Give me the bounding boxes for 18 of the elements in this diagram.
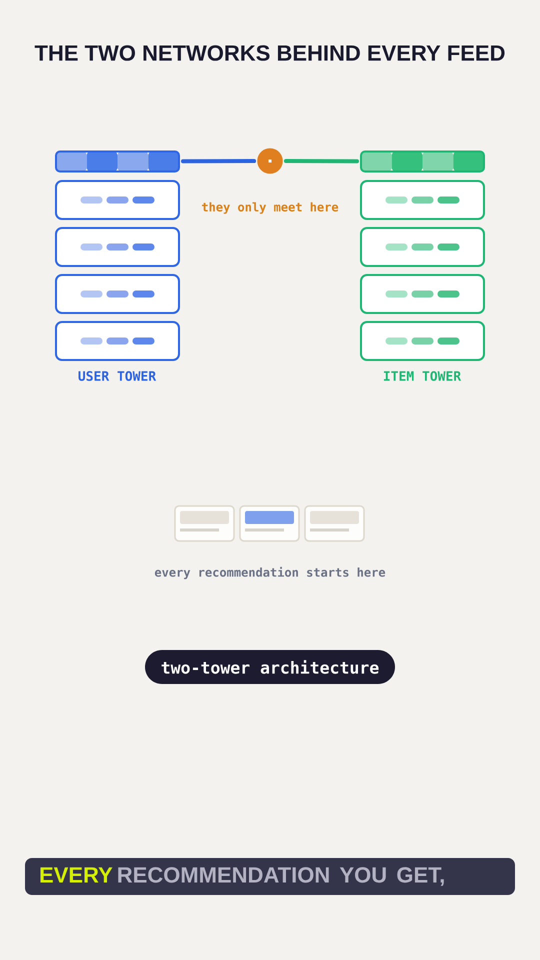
embedding-bar	[360, 150, 485, 172]
connector-line	[284, 159, 359, 164]
layer-box	[360, 321, 485, 361]
layer-box	[55, 321, 180, 361]
layer-box	[55, 180, 180, 220]
junction-dot	[257, 148, 283, 174]
title-pill: two-tower architecture	[145, 650, 395, 684]
layer-box	[360, 274, 485, 314]
caption-banner: EVERY RECOMMENDATION YOU GET,	[25, 858, 515, 895]
title: THE TWO NETWORKS BEHIND EVERY FEED	[34, 45, 505, 61]
layer-box	[360, 227, 485, 267]
note-text: they only meet here	[202, 202, 338, 214]
connector-line	[181, 159, 256, 164]
layer-box	[360, 180, 485, 220]
layer-box	[55, 274, 180, 314]
caption-text: every recommendation starts here	[154, 566, 386, 580]
embedding-bar	[55, 150, 180, 172]
layer-box	[55, 227, 180, 267]
